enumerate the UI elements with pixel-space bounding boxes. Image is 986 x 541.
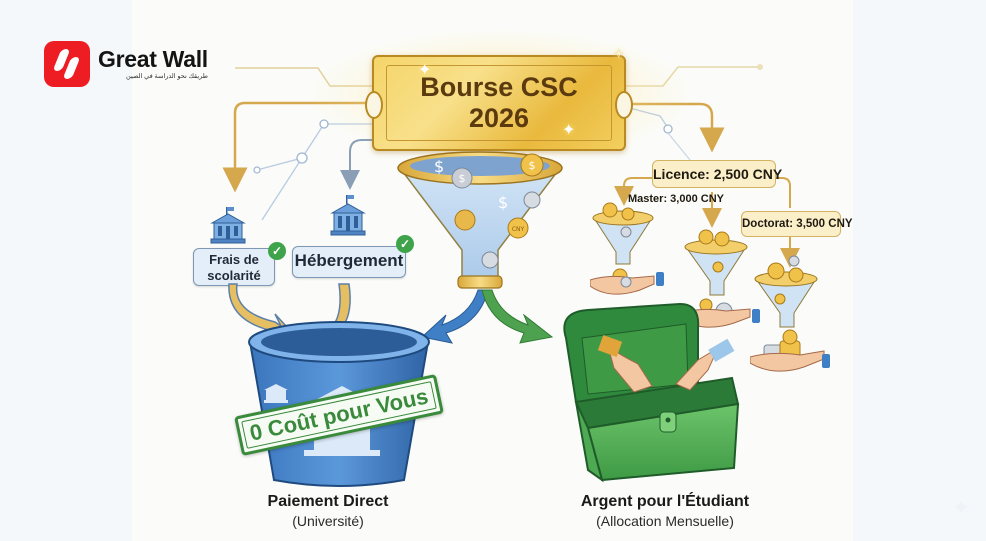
check-icon: ✓ bbox=[268, 242, 286, 260]
sleeve-cuff bbox=[752, 309, 760, 323]
great-wall-logo-icon bbox=[44, 41, 90, 87]
sparkle-icon: ✦ bbox=[418, 62, 432, 79]
master-funnel-hand-icon bbox=[590, 202, 655, 295]
split-arrows bbox=[420, 289, 554, 344]
sparkle-icon: ✦ bbox=[562, 122, 576, 139]
direct-payment-caption: Paiement Direct (Université) bbox=[267, 493, 389, 529]
svg-text:CNY: CNY bbox=[512, 226, 525, 233]
ticket-title: Bourse CSC bbox=[420, 72, 578, 102]
ticket-year: 2026 bbox=[468, 103, 530, 133]
csc-scholarship-ticket: Bourse CSC 2026 bbox=[365, 55, 633, 151]
licence-amount-label: Licence: 2,500 CNY bbox=[652, 160, 782, 188]
sleeve-cuff bbox=[822, 354, 830, 368]
svg-text:$: $ bbox=[459, 172, 466, 185]
doctorat-amount-label: Doctorat: 3,500 CNY bbox=[741, 211, 853, 237]
tuition-fees-label: Frais de scolarité bbox=[193, 248, 275, 286]
university-icon bbox=[210, 207, 246, 244]
sparkle-icon: ✧ bbox=[612, 46, 626, 63]
check-icon: ✓ bbox=[396, 235, 414, 253]
svg-text:$: $ bbox=[529, 159, 536, 172]
main-funnel-icon: $ $ $ CNY $ bbox=[397, 151, 563, 289]
university-icon bbox=[330, 195, 366, 236]
accommodation-label: Hébergement bbox=[292, 246, 406, 278]
brand-tagline: طريقك نحو الدراسة في الصين bbox=[126, 72, 208, 80]
master-amount-label: Master: 3,000 CNY bbox=[628, 193, 724, 205]
treasure-chest-icon bbox=[563, 302, 740, 483]
brand-logo: Great Wall طريقك نحو الدراسة في الصين bbox=[44, 41, 208, 87]
doctorat-funnel-hand-icon bbox=[750, 255, 825, 372]
brand-name: Great Wall bbox=[98, 45, 208, 72]
svg-text:$: $ bbox=[434, 157, 444, 176]
sparkle-icon: ✦ bbox=[952, 495, 971, 520]
sleeve-cuff bbox=[656, 272, 664, 286]
student-allowance-caption: Argent pour l'Étudiant (Allocation Mensu… bbox=[580, 493, 750, 529]
svg-text:$: $ bbox=[498, 193, 508, 212]
